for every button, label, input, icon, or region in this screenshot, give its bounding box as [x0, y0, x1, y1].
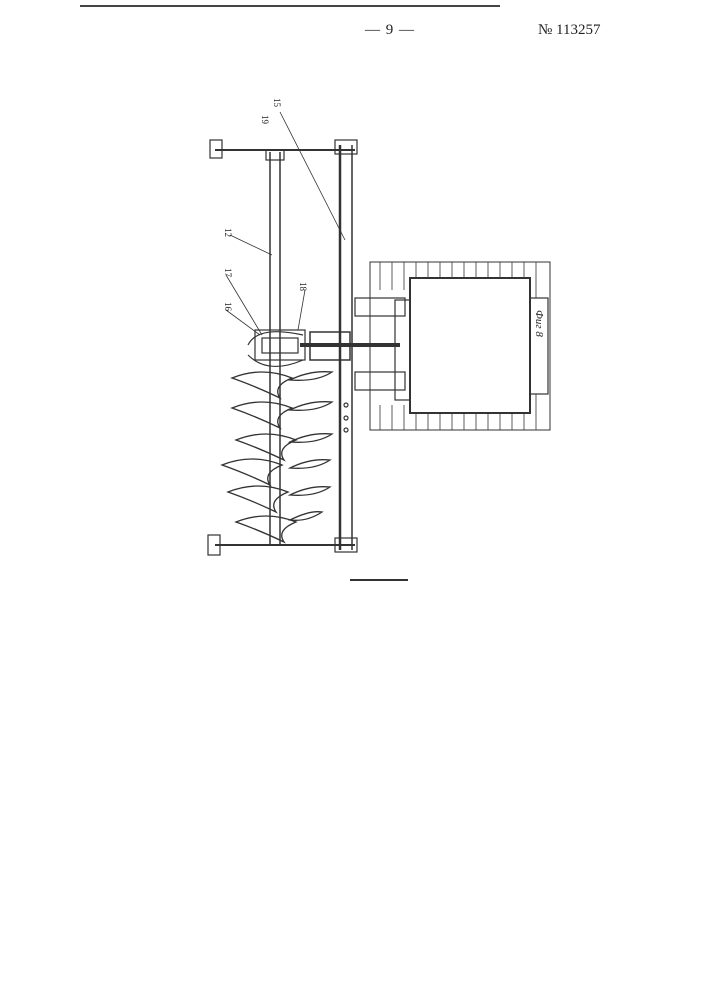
ref-16: 16: [223, 302, 233, 311]
ref-19: 19: [260, 115, 270, 124]
bottom-rule: [350, 579, 408, 581]
ref-18: 18: [298, 282, 308, 291]
ref-15: 15: [272, 98, 282, 107]
ref-12: 12: [223, 228, 233, 237]
figure-label: Фиг 8: [533, 310, 545, 337]
ref-17: 17: [223, 268, 233, 277]
